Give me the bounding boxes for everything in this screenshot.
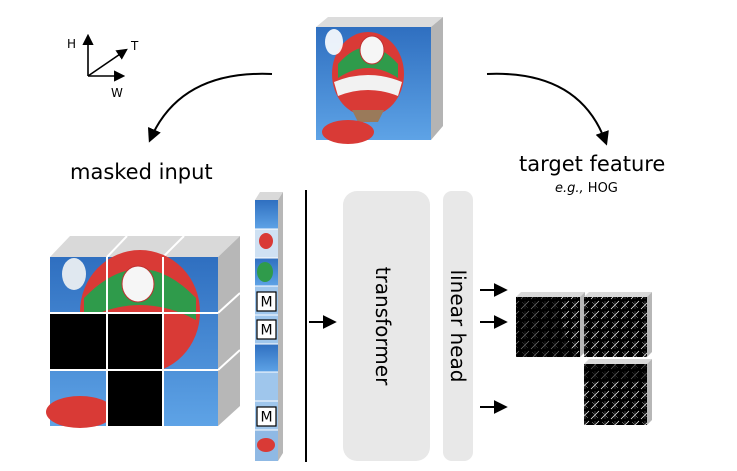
subcaption-prefix: e.g.,: [555, 181, 584, 196]
masked-input-cube: [46, 235, 241, 428]
svg-text:M: M: [260, 323, 272, 339]
hog-targets: [516, 292, 652, 425]
source-video-cube: [316, 17, 443, 144]
w-axis-label: W: [111, 86, 123, 100]
masked-patch: [50, 313, 107, 370]
h-axis-label: H: [67, 37, 76, 51]
masked-patch: [107, 313, 163, 370]
arrow-to-masked-input: [147, 72, 273, 143]
svg-text:M: M: [260, 295, 272, 311]
transformer-label: transformer: [371, 267, 395, 386]
linear-head-label: linear head: [446, 270, 470, 383]
linear-head-block: [443, 191, 473, 461]
token-separators: [255, 228, 278, 431]
axis-gizmo: H T W: [67, 33, 139, 100]
grid-lines: [50, 257, 218, 426]
token-patch: [255, 344, 278, 372]
hog-patch: [584, 297, 647, 357]
arrow-to-target-feature: [486, 72, 609, 146]
transformer-block: [343, 191, 430, 461]
t-axis-label: T: [130, 39, 139, 53]
token-column: M M M: [255, 192, 283, 461]
target-feature-caption: target feature: [519, 152, 666, 176]
subcaption-value: HOG: [587, 181, 618, 196]
mask-token: M: [256, 319, 277, 340]
balloon-illustration: [322, 29, 404, 144]
svg-text:M: M: [260, 410, 272, 426]
t-axis-arrow: [87, 48, 128, 77]
grid-top-face: [50, 236, 240, 257]
grid-side-face: [218, 236, 240, 426]
cube-top-face: [316, 17, 443, 27]
mask-token: M: [256, 291, 277, 312]
masked-patch: [107, 370, 163, 426]
masked-input-caption: masked input: [70, 160, 213, 184]
target-feature-subcaption: e.g., HOG: [555, 181, 618, 196]
cube-side-face: [431, 17, 443, 140]
token-patch: [255, 200, 278, 229]
mask-token: M: [256, 406, 277, 427]
